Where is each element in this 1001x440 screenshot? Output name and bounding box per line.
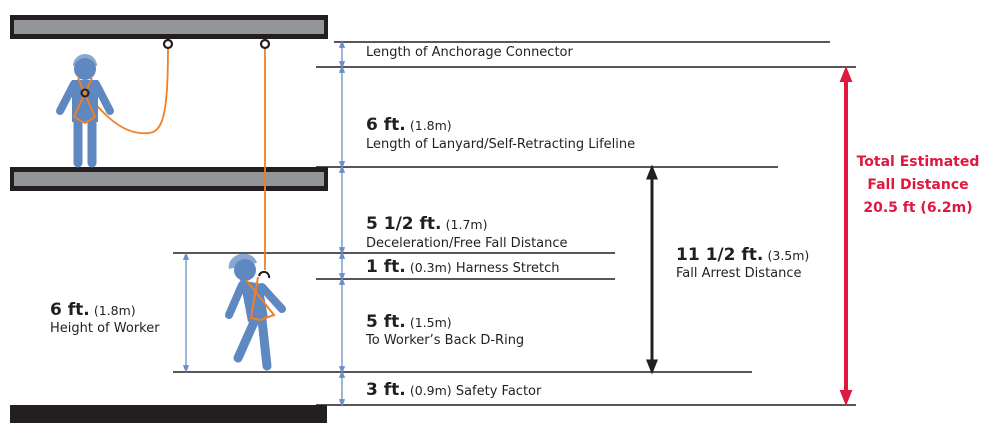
lanyard (85, 47, 169, 135)
reference-lines (173, 41, 856, 406)
lanyard-value-line: 6 ft. (1.8m) (366, 115, 452, 135)
lanyard-desc: Length of Lanyard/Self-Retracting Lifeli… (366, 137, 636, 152)
harness-metric: (0.3m) (409, 260, 452, 275)
dimension-arrows (182, 40, 346, 407)
safety-line: 3 ft. (0.9m) Safety Factor (366, 380, 542, 400)
decel-desc: Deceleration/Free Fall Distance (366, 236, 568, 251)
dring-desc: To Worker’s Back D-Ring (366, 333, 525, 348)
dring-value: 5 ft. (366, 312, 406, 332)
total-line2: Fall Distance (867, 177, 969, 193)
anchor-ring-icon (162, 38, 174, 50)
harness-value: 1 ft. (366, 257, 406, 277)
harness-line: 1 ft. (0.3m) Harness Stretch (366, 257, 560, 277)
lanyard-metric: (1.8m) (409, 118, 452, 133)
falling-worker-icon (225, 253, 286, 371)
anchor-ring-icon (259, 38, 271, 50)
lanyard-value: 6 ft. (366, 115, 406, 135)
ground (10, 405, 327, 423)
safety-value: 3 ft. (366, 380, 406, 400)
total-line1: Total Estimated (856, 154, 980, 170)
dring-value-line: 5 ft. (1.5m) (366, 312, 452, 332)
arrest-desc: Fall Arrest Distance (676, 266, 802, 281)
safety-metric: (0.9m) (409, 383, 452, 398)
standing-worker-icon (56, 54, 114, 168)
height-value-line: 6 ft. (1.8m) (50, 300, 136, 320)
decel-value: 5 1/2 ft. (366, 214, 442, 234)
harness-desc: Harness Stretch (455, 261, 560, 276)
total-line3: 20.5 ft (6.2m) (863, 200, 973, 216)
decel-metric: (1.7m) (445, 217, 488, 232)
height-metric: (1.8m) (93, 303, 136, 318)
top-beam (10, 15, 328, 39)
arrest-value: 11 1/2 ft. (676, 245, 764, 265)
anchorage-label: Length of Anchorage Connector (366, 45, 573, 60)
safety-desc: Safety Factor (455, 384, 542, 399)
arrest-value-line: 11 1/2 ft. (3.5m) (676, 245, 810, 265)
total-fall-distance: Total Estimated Fall Distance 20.5 ft (6… (850, 151, 986, 220)
dring-metric: (1.5m) (409, 315, 452, 330)
decel-value-line: 5 1/2 ft. (1.7m) (366, 214, 488, 234)
height-desc: Height of Worker (50, 321, 160, 336)
arrest-metric: (3.5m) (767, 248, 810, 263)
middle-beam (10, 167, 328, 191)
height-value: 6 ft. (50, 300, 90, 320)
